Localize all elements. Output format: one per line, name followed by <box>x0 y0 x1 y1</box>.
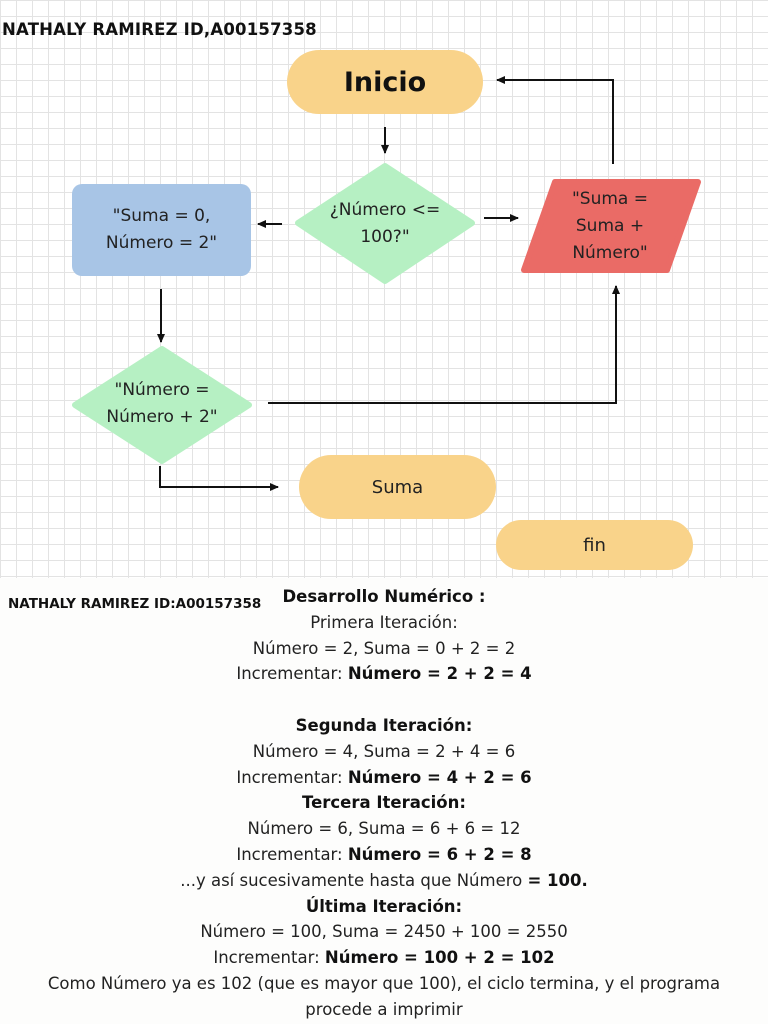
process-label: "Suma = Suma + Número" <box>571 188 648 263</box>
arrow-process-to-start <box>496 76 614 164</box>
notes-area <box>0 578 768 1024</box>
notes-heading: Desarrollo Numérico : <box>282 587 486 606</box>
init-box: "Suma = 0, Número = 2" <box>72 184 251 276</box>
last-iteration-title: Última Iteración: <box>305 896 463 916</box>
iteration-1-title: Primera Iteración: <box>310 612 458 632</box>
conclusion-line-2: procede a imprimir <box>305 999 463 1019</box>
arrow-increment-to-process <box>268 285 620 404</box>
iteration-1-increment: Incrementar: Número = 2 + 2 = 4 <box>236 664 532 684</box>
end-terminal: fin <box>496 520 693 570</box>
continuation-line: ...y así sucesivamente hasta que Número … <box>180 870 588 890</box>
conclusion-line-1: Como Número ya es 102 (que es mayor que … <box>47 973 721 993</box>
page-title: NATHALY RAMIREZ ID,A00157358 <box>2 20 317 39</box>
spacer <box>0 687 768 713</box>
numeric-development: Desarrollo Numérico : Primera Iteración:… <box>0 584 768 1023</box>
iteration-3-title: Tercera Iteración: <box>302 793 466 813</box>
process-shape <box>521 179 701 273</box>
increment-shape <box>72 346 252 464</box>
arrow-increment-to-output <box>159 466 279 491</box>
iteration-3-line: Número = 6, Suma = 6 + 6 = 12 <box>247 819 521 839</box>
decision-shape <box>295 163 475 284</box>
iteration-2-line: Número = 4, Suma = 2 + 4 = 6 <box>252 741 516 761</box>
decision-label: ¿Número <= 100?" <box>329 200 441 247</box>
start-terminal: Inicio <box>287 50 483 114</box>
last-iteration-line: Número = 100, Suma = 2450 + 100 = 2550 <box>200 922 568 942</box>
flowchart <box>72 76 701 491</box>
notes-subtitle: NATHALY RAMIREZ ID:A00157358 <box>8 596 262 612</box>
iteration-1-line: Número = 2, Suma = 0 + 2 = 2 <box>252 638 516 658</box>
iteration-3-increment: Incrementar: Número = 6 + 2 = 8 <box>236 844 532 864</box>
increment-label: "Número = Número + 2" <box>106 380 218 427</box>
output-terminal: Suma <box>299 455 496 519</box>
last-iteration-increment: Incrementar: Número = 100 + 2 = 102 <box>213 948 555 968</box>
iteration-2-increment: Incrementar: Número = 4 + 2 = 6 <box>236 767 532 787</box>
iteration-2-title: Segunda Iteración: <box>295 715 473 735</box>
